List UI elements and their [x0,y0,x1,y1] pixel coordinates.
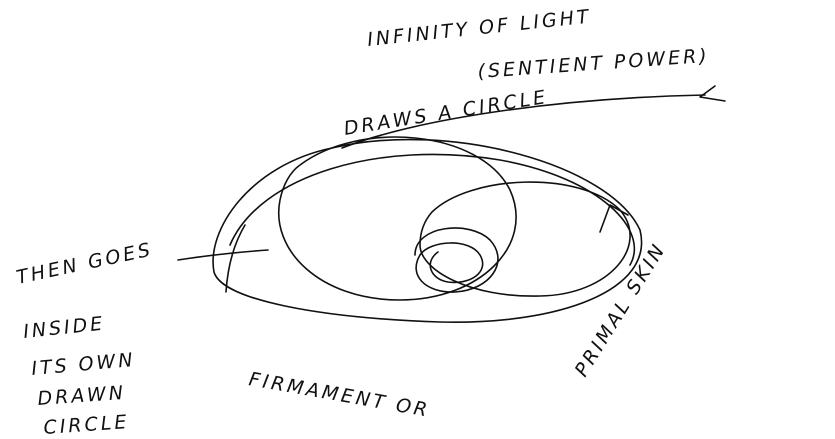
inner-spiral [415,228,498,292]
right-circle [420,182,630,296]
drawn-label: DRAWN [37,382,127,410]
outer-firmament-circle [213,140,641,323]
draws-label: DRAWS A CIRCLE [342,86,549,140]
draws-arrowhead-icon [700,86,725,101]
circle-label: CIRCLE [43,411,130,439]
primal-skin-label: PRIMAL SKIN [571,239,671,381]
inside-label: INSIDE [22,313,106,343]
its-own-label: ITS OWN [31,349,137,380]
subtitle-label: (SENTIENT POWER) [477,45,711,83]
large-left-circle [279,137,516,300]
second-loop [230,154,634,265]
firmament-label: FIRMAMENT OR [247,368,432,422]
then-goes-label: THEN GOES [14,238,154,288]
title-label: INFINITY OF LIGHT [366,6,592,51]
inside-pointer-line [178,250,268,260]
